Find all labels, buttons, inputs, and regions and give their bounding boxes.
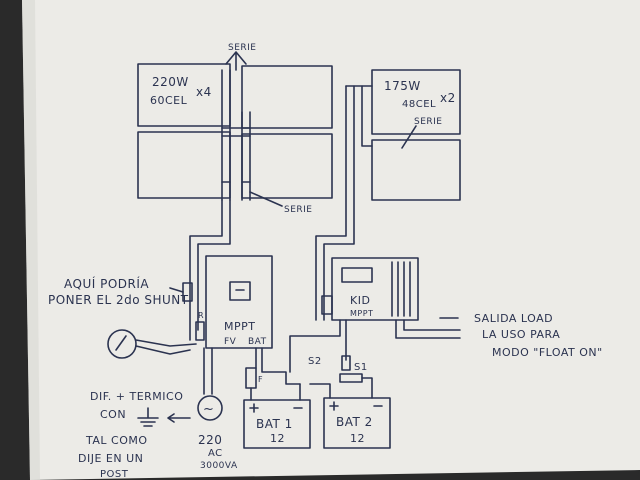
- left-panel-cells: 60CEL: [150, 94, 188, 107]
- solar-panel-left-2: [241, 65, 333, 129]
- ground-note-line2: CON: [100, 408, 126, 421]
- shunt-note-line1: AQUÍ PODRÍA: [64, 276, 149, 291]
- inverter-wire: [203, 347, 213, 395]
- ac-voltage: 220: [198, 433, 222, 447]
- mppt-controller: [205, 255, 273, 349]
- left-solar-array: [137, 51, 333, 207]
- series-wiring: [221, 69, 251, 201]
- right-solar-array: [315, 69, 461, 321]
- paper-sheet: [22, 0, 640, 480]
- meter-wire: [135, 339, 197, 355]
- ac-power: 3000VA: [200, 461, 238, 471]
- serie-label-bottom: SERIE: [284, 205, 313, 215]
- battery-1-box: [243, 399, 311, 449]
- mppt-title: MPPT: [224, 320, 255, 333]
- kid-controller: [321, 257, 419, 321]
- battery-2-box: [323, 397, 391, 449]
- serie-pointer-right: [401, 125, 417, 149]
- kid-box: [331, 257, 419, 321]
- left-panel-mult: x4: [196, 85, 212, 99]
- ac-symbol: ~: [203, 402, 214, 417]
- small-r-label: R: [198, 311, 204, 320]
- kid-heatsink: [391, 261, 411, 317]
- serie-label-top: SERIE: [228, 43, 257, 53]
- kid-input-fuse: [321, 295, 333, 315]
- switch-s2-label: S2: [308, 356, 322, 367]
- battery-1: [243, 399, 311, 449]
- solar-panel-right-2: [371, 139, 461, 201]
- serie-label-right: SERIE: [414, 117, 443, 127]
- ground-arrow: [167, 413, 191, 423]
- right-panel-mult: x2: [440, 91, 456, 105]
- kid-title: KID: [350, 294, 370, 307]
- solar-panel-right-1: [371, 69, 461, 135]
- shunt-note-line2: PONER EL 2do SHUNT: [48, 293, 189, 307]
- ac-source-circle: [197, 395, 223, 421]
- mppt-bat: BAT: [248, 337, 267, 347]
- kid-battery-wire: [289, 319, 347, 373]
- mppt-fv: FV: [224, 337, 237, 347]
- fuse-f1-label: F: [258, 375, 263, 384]
- load-note-line2: LA USO PARA: [482, 328, 560, 341]
- right-array-wire: [315, 85, 355, 321]
- serie-pointer-bottom: [249, 191, 283, 207]
- meter-circle: [107, 329, 137, 359]
- ac-unit: AC: [208, 448, 223, 459]
- inverter-note-line3: POST: [100, 469, 129, 480]
- kid-display: [341, 267, 373, 283]
- meter-gauge: [107, 329, 197, 359]
- battery-2-volt: 12: [350, 432, 365, 445]
- left-array-wire: [189, 199, 231, 341]
- ground-note-line1: DIF. + TERMICO: [90, 390, 183, 403]
- ground-symbol: [137, 407, 191, 427]
- switch-s1-label: S1: [354, 362, 368, 373]
- inverter-note-line1: TAL COMO: [85, 434, 148, 447]
- load-note-line1: SALIDA LOAD: [474, 312, 553, 325]
- battery-1-volt: 12: [270, 432, 285, 445]
- serie-arrow-up: [225, 51, 247, 71]
- kid-sub: MPPT: [350, 309, 373, 318]
- mppt-battery-wire: [255, 347, 301, 385]
- switch-s2: [341, 355, 351, 371]
- load-output-wire: [395, 319, 461, 339]
- mppt-display: [229, 281, 251, 301]
- left-panel-power: 220W: [152, 75, 189, 89]
- battery-2-label: BAT 2: [336, 415, 373, 429]
- resistor-r: [195, 321, 205, 341]
- right-panel-cells: 48CEL: [402, 99, 436, 110]
- load-note-line3: MODO "FLOAT ON": [492, 346, 603, 359]
- battery-2: [323, 397, 391, 449]
- right-panel-power: 175W: [384, 79, 421, 93]
- inverter-note-line2: DIJE EN UN: [78, 452, 143, 465]
- battery-1-label: BAT 1: [256, 417, 293, 431]
- mppt-box: [205, 255, 273, 349]
